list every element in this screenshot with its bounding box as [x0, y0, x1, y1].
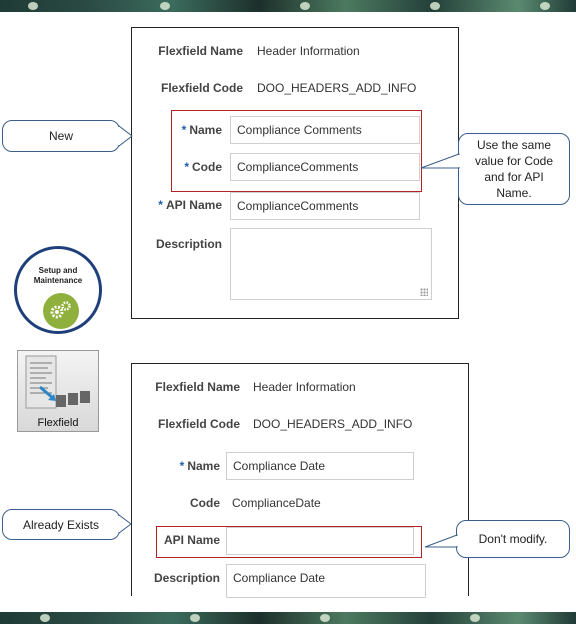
name-code-highlight: [171, 110, 422, 192]
flexfield-label: Flexfield: [37, 417, 79, 429]
required-marker: *: [181, 123, 187, 137]
name-label: *Name: [181, 123, 222, 137]
api-name-highlight: [156, 526, 422, 558]
setup-and-maintenance-icon[interactable]: Setup and Maintenance: [14, 246, 102, 334]
required-marker: *: [184, 160, 189, 174]
required-marker: *: [158, 198, 163, 212]
flexfield-name-label: Flexfield Name: [155, 380, 240, 394]
setup-and-maintenance-label: Setup and Maintenance: [33, 266, 83, 285]
flexfield-name-value: Header Information: [253, 380, 356, 394]
flexfield-code-label: Flexfield Code: [160, 81, 243, 95]
required-marker: *: [179, 459, 185, 473]
callout-pointer: [118, 124, 133, 148]
description-label: Description: [153, 571, 220, 585]
api-name-input[interactable]: [226, 527, 414, 555]
callout-same-value: Use the same value for Code and for API …: [420, 133, 570, 205]
callout-already-exists: Already Exists: [2, 509, 132, 540]
callout-new: New: [2, 120, 133, 152]
callout-pointer: [424, 534, 458, 548]
callout-pointer: [118, 514, 132, 534]
code-input[interactable]: ComplianceComments: [230, 153, 420, 181]
code-label: *Code: [184, 160, 222, 174]
code-label: Code: [190, 496, 220, 510]
existing-segment-form: Flexfield Name Header Information Flexfi…: [131, 363, 469, 598]
callout-dont-modify: Don't modify.: [424, 520, 570, 558]
description-label: Description: [155, 237, 222, 251]
flexfield-name-value: Header Information: [257, 44, 360, 58]
decorative-top-band: [0, 0, 576, 12]
description-input[interactable]: Compliance Date: [226, 564, 426, 598]
flexfield-graphic-icon: [25, 355, 90, 409]
api-name-label: API Name: [163, 533, 220, 547]
resize-grip-icon[interactable]: [420, 288, 428, 296]
description-textarea[interactable]: [230, 228, 432, 300]
api-name-label: *API Name: [158, 198, 222, 212]
decorative-bottom-band: [0, 612, 576, 624]
api-name-input[interactable]: ComplianceComments: [230, 192, 420, 220]
name-label: *Name: [179, 459, 220, 473]
code-value: ComplianceDate: [232, 496, 321, 510]
gear-icon: [43, 293, 79, 329]
flexfield-name-label: Flexfield Name: [158, 44, 243, 58]
flexfield-code-value: DOO_HEADERS_ADD_INFO: [257, 81, 417, 95]
flexfield-code-label: Flexfield Code: [157, 417, 240, 431]
flexfield-icon[interactable]: Flexfield: [17, 350, 99, 432]
callout-pointer: [420, 153, 460, 169]
flexfield-code-value: DOO_HEADERS_ADD_INFO: [253, 417, 413, 431]
new-segment-form: Flexfield Name Header Information Flexfi…: [131, 27, 459, 319]
name-input[interactable]: Compliance Comments: [230, 116, 420, 144]
name-input[interactable]: Compliance Date: [226, 452, 414, 480]
